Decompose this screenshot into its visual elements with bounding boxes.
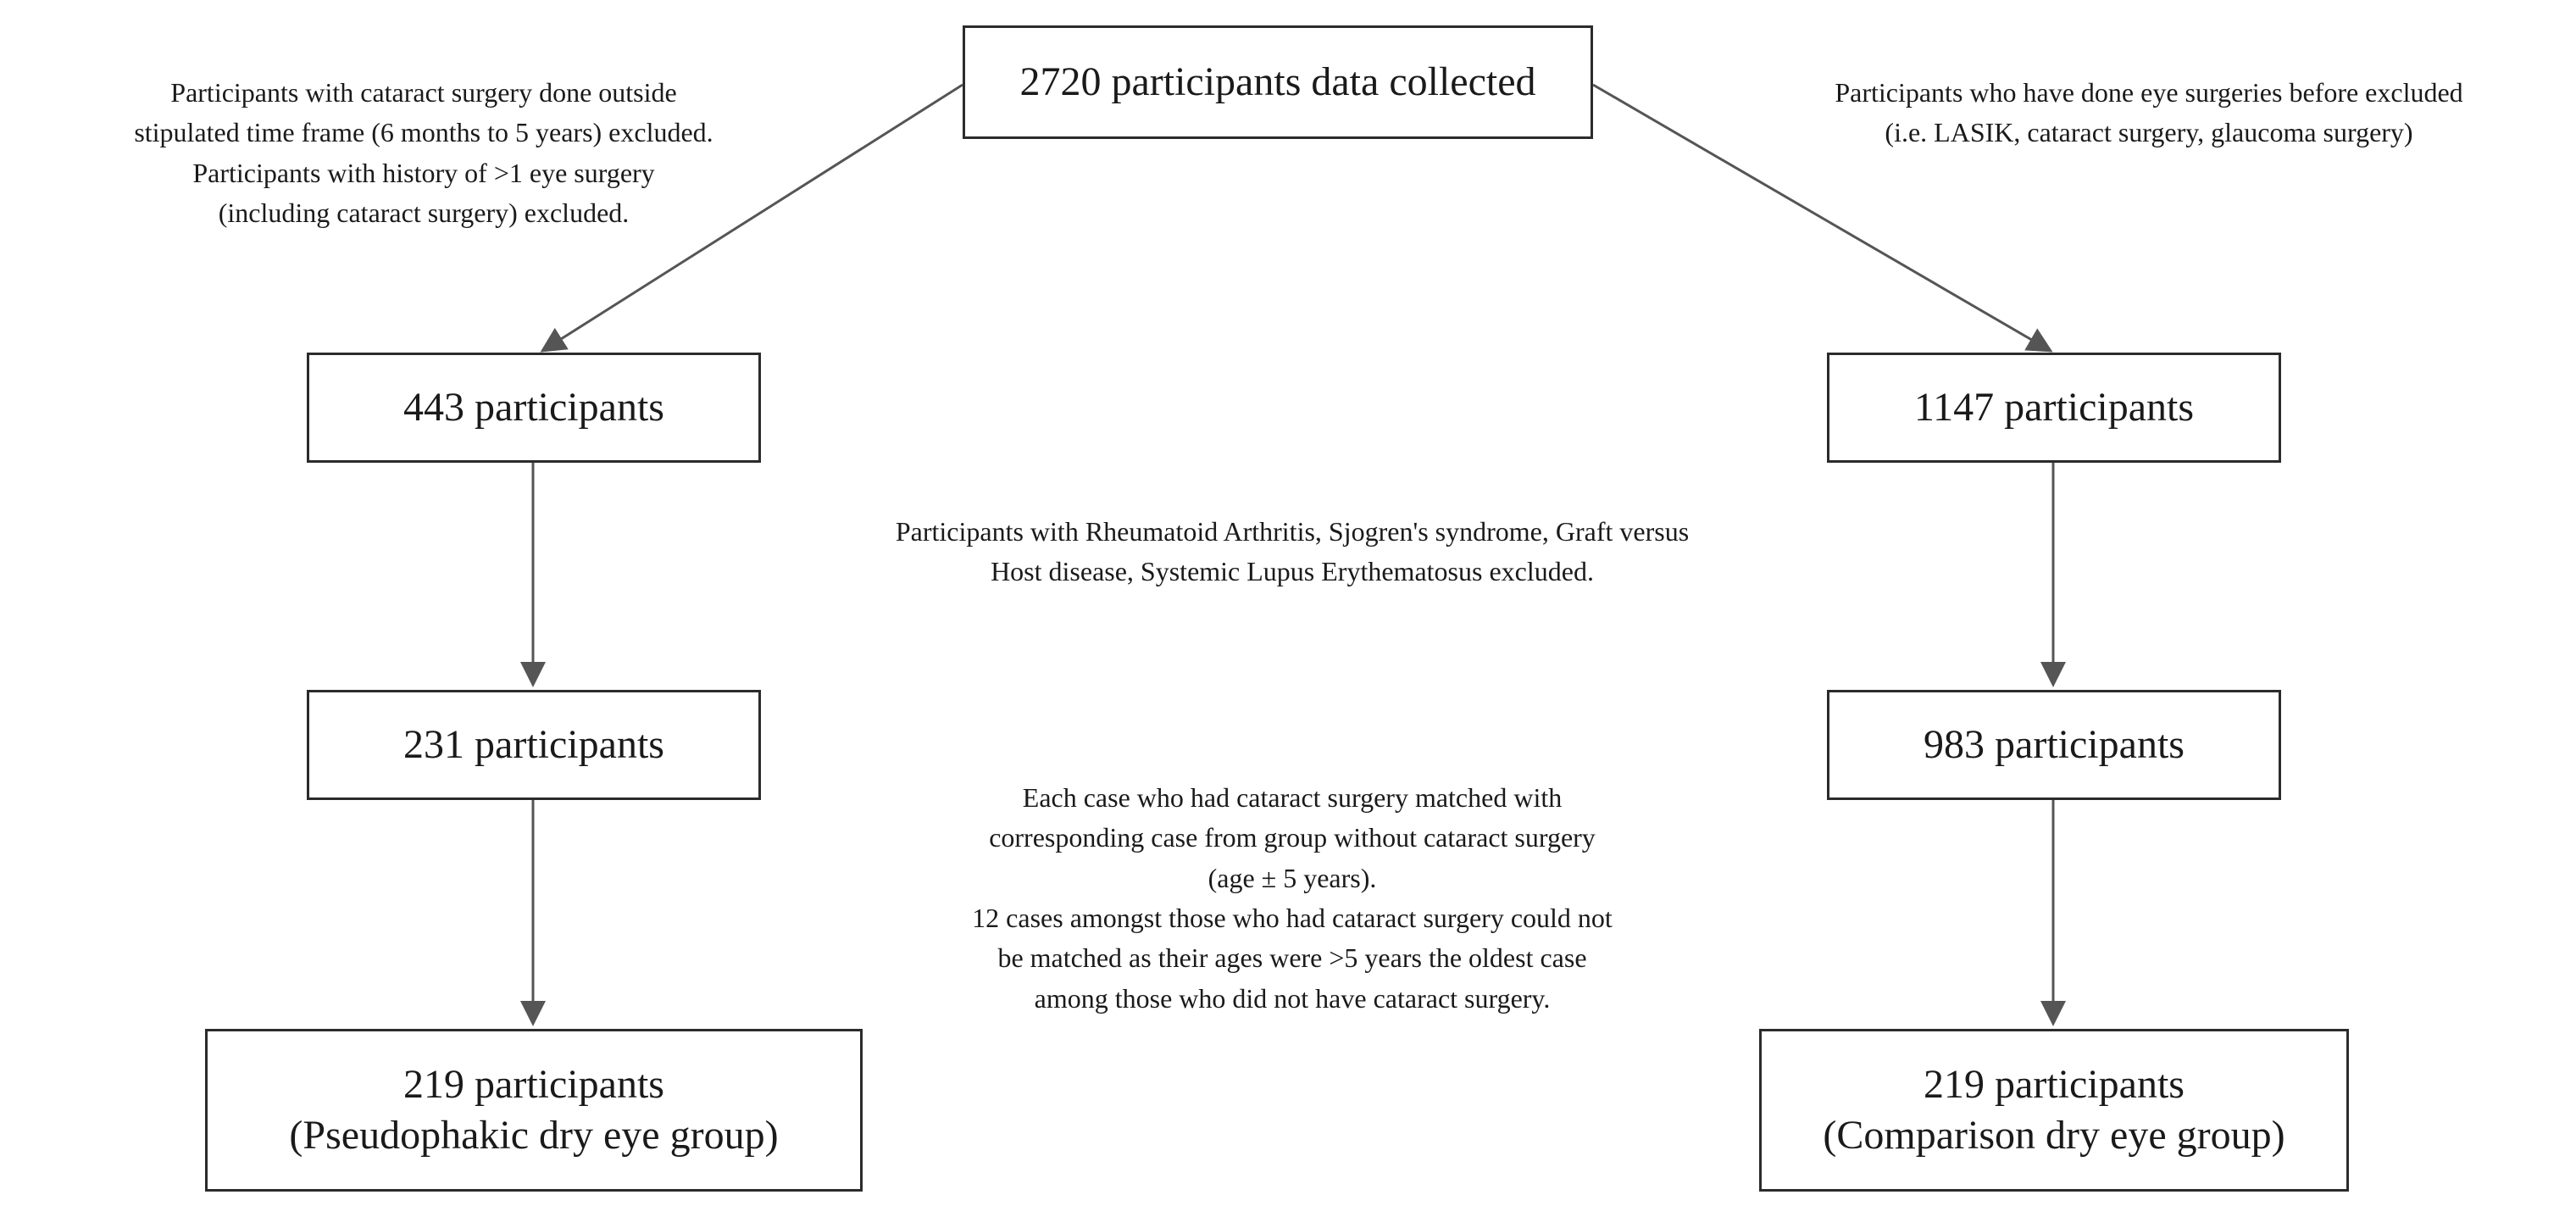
note-matching-line: Each case who had cataract surgery match… bbox=[1022, 782, 1563, 813]
note-matching-line: 12 cases amongst those who had cataract … bbox=[972, 903, 1613, 934]
note-middle-exclusion: Participants with Rheumatoid Arthritis, … bbox=[763, 512, 1822, 592]
note-matching-line: be matched as their ages were >5 years t… bbox=[997, 942, 1587, 974]
box-comparison-group-name: (Comparison dry eye group) bbox=[1823, 1113, 2285, 1158]
note-right-exclusion: Participants who have done eye surgeries… bbox=[1751, 73, 2547, 153]
note-middle-exclusion-line: Participants with Rheumatoid Arthritis, … bbox=[895, 516, 1690, 547]
note-middle-exclusion-line: Host disease, Systemic Lupus Erythematos… bbox=[991, 556, 1594, 587]
box-total-participants-label: 2720 participants data collected bbox=[1019, 59, 1536, 104]
box-left-step1-label: 443 participants bbox=[403, 385, 664, 430]
arrow-top-to-left1 bbox=[540, 83, 963, 353]
box-right-step2-label: 983 participants bbox=[1924, 722, 2185, 767]
note-left-exclusion-line: Participants with history of >1 eye surg… bbox=[192, 157, 655, 188]
note-right-exclusion-line: (i.e. LASIK, cataract surgery, glaucoma … bbox=[1885, 117, 2413, 148]
note-left-exclusion-line: (including cataract surgery) excluded. bbox=[218, 197, 630, 229]
box-pseudophakic-group-count: 219 participants bbox=[403, 1062, 664, 1107]
box-total-participants: 2720 participants data collected bbox=[963, 25, 1593, 139]
note-left-exclusion-line: Participants with cataract surgery done … bbox=[170, 77, 677, 108]
note-left-exclusion-line: stipulated time frame (6 months to 5 yea… bbox=[134, 117, 713, 148]
box-left-step2-label: 231 participants bbox=[403, 722, 664, 767]
box-left-step2: 231 participants bbox=[307, 690, 761, 800]
box-right-step2: 983 participants bbox=[1827, 690, 2281, 800]
note-matching-line: corresponding case from group without ca… bbox=[989, 822, 1596, 853]
box-pseudophakic-group: 219 participants (Pseudophakic dry eye g… bbox=[205, 1029, 863, 1192]
box-comparison-group-count: 219 participants bbox=[1924, 1062, 2185, 1107]
box-right-step1-label: 1147 participants bbox=[1913, 385, 2195, 430]
box-comparison-group: 219 participants (Comparison dry eye gro… bbox=[1759, 1029, 2349, 1192]
arrow-top-to-right1 bbox=[1592, 83, 2053, 353]
box-pseudophakic-group-name: (Pseudophakic dry eye group) bbox=[289, 1113, 779, 1158]
note-matching-line: among those who did not have cataract su… bbox=[1034, 982, 1551, 1014]
note-right-exclusion-line: Participants who have done eye surgeries… bbox=[1835, 77, 2463, 108]
box-left-step1: 443 participants bbox=[307, 353, 761, 463]
note-left-exclusion: Participants with cataract surgery done … bbox=[42, 73, 805, 233]
note-matching-line: (age ± 5 years). bbox=[1208, 862, 1377, 893]
box-right-step1: 1147 participants bbox=[1827, 353, 2281, 463]
note-matching: Each case who had cataract surgery match… bbox=[847, 778, 1737, 1019]
